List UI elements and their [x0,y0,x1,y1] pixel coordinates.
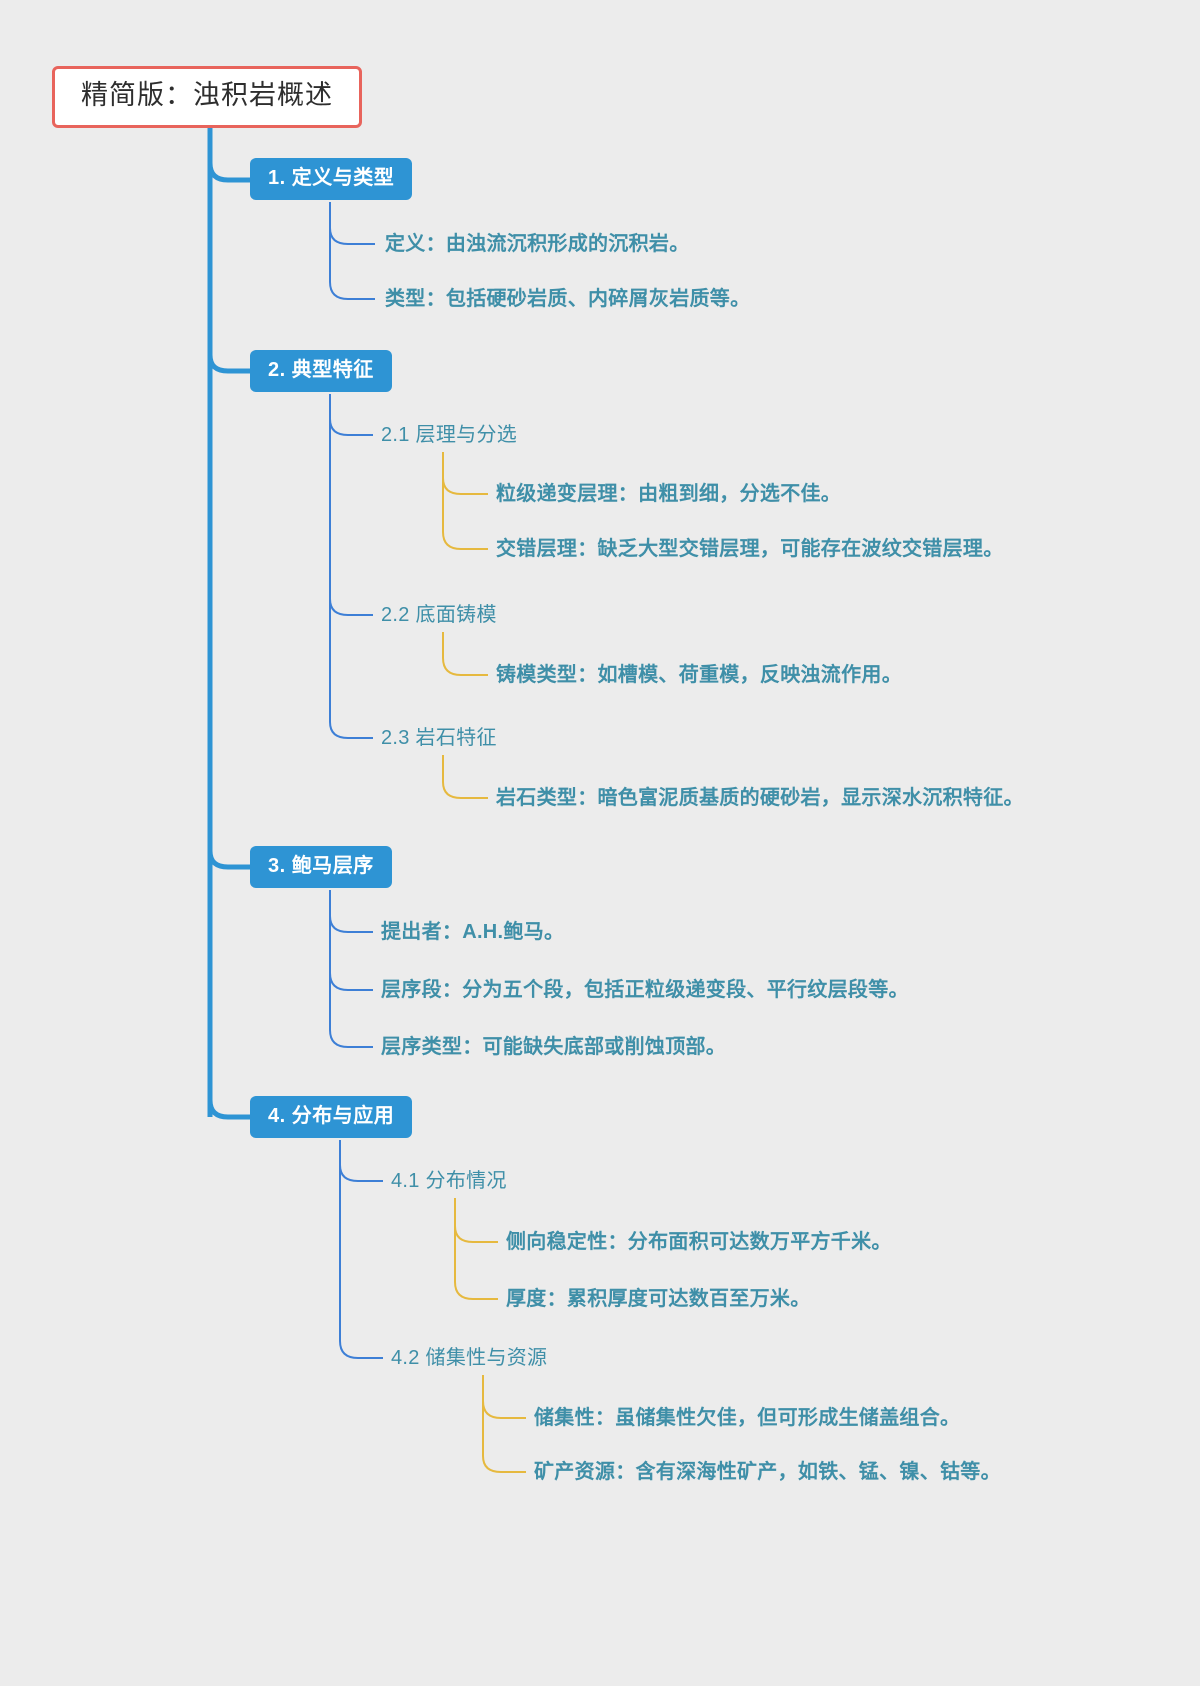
subbranch-node[interactable]: 4.1 分布情况 [391,1170,507,1192]
leaf-node[interactable]: 粒级递变层理：由粗到细，分选不佳。 [496,483,842,505]
root-node[interactable]: 精简版：浊积岩概述 [52,66,362,128]
leaf-node[interactable]: 岩石类型：暗色富泥质基质的硬砂岩，显示深水沉积特征。 [496,787,1024,809]
subbranch-node[interactable]: 2.3 岩石特征 [381,727,497,749]
branch-node-3[interactable]: 3. 鲍马层序 [250,846,392,888]
branch-node-2[interactable]: 2. 典型特征 [250,350,392,392]
leaf-node[interactable]: 侧向稳定性：分布面积可达数万平方千米。 [506,1231,892,1253]
subbranch-node[interactable]: 4.2 储集性与资源 [391,1347,548,1369]
branch-node-1[interactable]: 1. 定义与类型 [250,158,413,200]
leaf-node[interactable]: 矿产资源：含有深海性矿产，如铁、锰、镍、钴等。 [534,1461,1001,1483]
leaf-node[interactable]: 层序类型：可能缺失底部或削蚀顶部。 [381,1036,727,1058]
leaf-node[interactable]: 储集性：虽储集性欠佳，但可形成生储盖组合。 [534,1407,961,1429]
leaf-node[interactable]: 厚度：累积厚度可达数百至万米。 [506,1288,811,1310]
leaf-node[interactable]: 定义：由浊流沉积形成的沉积岩。 [385,233,690,255]
leaf-node[interactable]: 类型：包括硬砂岩质、内碎屑灰岩质等。 [385,288,751,310]
leaf-node[interactable]: 铸模类型：如槽模、荷重模，反映浊流作用。 [496,664,902,686]
leaf-node[interactable]: 提出者：A.H.鲍马。 [381,921,565,943]
branch-node-4[interactable]: 4. 分布与应用 [250,1096,413,1138]
leaf-node[interactable]: 层序段：分为五个段，包括正粒级递变段、平行纹层段等。 [381,979,909,1001]
subbranch-node[interactable]: 2.2 底面铸模 [381,604,497,626]
leaf-node[interactable]: 交错层理：缺乏大型交错层理，可能存在波纹交错层理。 [496,538,1004,560]
subbranch-node[interactable]: 2.1 层理与分选 [381,424,518,446]
